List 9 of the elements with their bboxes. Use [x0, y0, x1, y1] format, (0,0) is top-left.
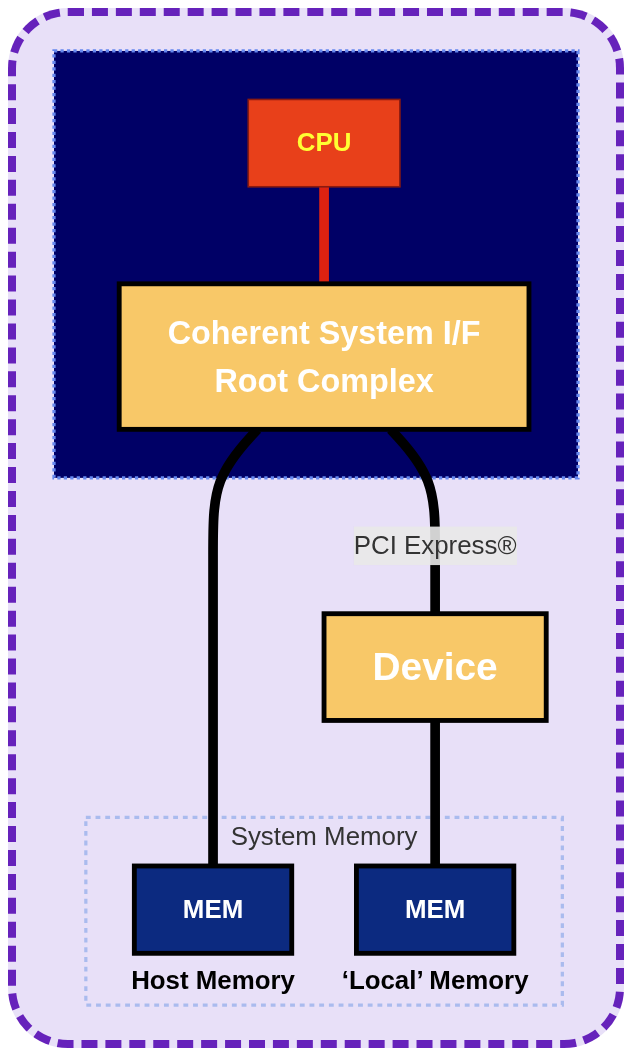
node-box: CPU: [247, 98, 401, 188]
node-label: Host Memory: [131, 965, 295, 994]
cluster: [52, 49, 580, 480]
node-box: MEM: [131, 863, 295, 956]
node-label: ‘Local’ Memory: [341, 965, 529, 994]
node-box: Device: [321, 611, 549, 723]
node-box: Coherent System I/F Root Complex: [116, 281, 532, 432]
edge-label: PCI Express®: [353, 531, 517, 559]
node-box: MEM: [354, 863, 517, 956]
